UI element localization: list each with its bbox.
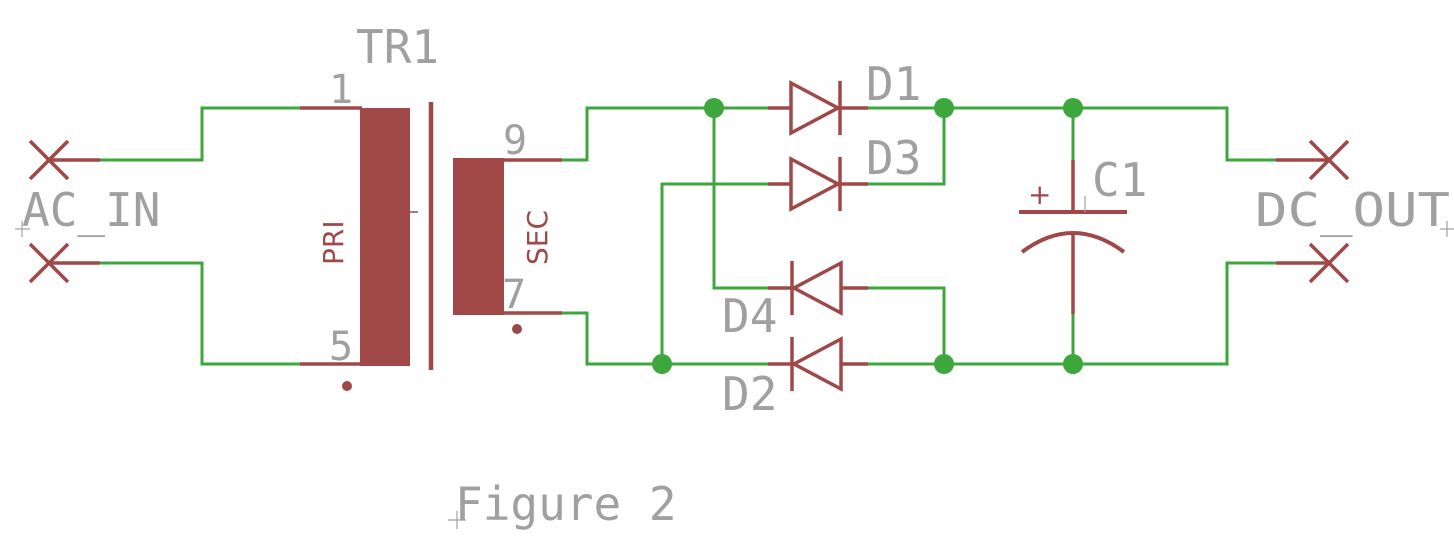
dc-out-connector: DC_OUT [1255,139,1454,284]
wire-negative-rail [866,261,1312,366]
figure-label: Figure 2 [455,477,677,531]
pin-1-label: 1 [329,67,353,113]
junction-dot-icon [934,354,954,374]
wire-d3-cathode [866,106,946,186]
secondary-label: SEC [521,210,554,265]
wire-d4-cathode [866,286,946,366]
diode-triangle [790,260,843,316]
diode-d2-label: D2 [722,367,777,421]
junction-dot-icon [1063,354,1083,374]
primary-label: PRI [317,220,350,265]
ac-in-connector: AC_IN [15,139,160,284]
pin-9-label: 9 [503,118,527,164]
ac-in-label: AC_IN [22,183,160,237]
x-cross-icon [1308,139,1350,181]
capacitor-c1: + C1 [1019,153,1147,314]
wire-positive-rail [866,106,1312,162]
figure-caption: Figure 2 [448,477,677,531]
origin-cross [1440,221,1454,237]
secondary-winding [453,158,504,315]
origin-cross [15,221,30,237]
wires [98,106,1312,366]
secondary-polarity-dot-icon [512,324,522,334]
diode-d3-label: D3 [866,131,921,185]
wire-ac-in-top [98,106,362,162]
dc-out-label: DC_OUT [1255,183,1450,237]
diode-triangle [790,336,843,392]
capacitor-plate-curved [1020,231,1126,254]
capacitor-plus-sign: + [1028,178,1051,211]
junction-dot-icon [934,98,954,118]
primary-winding [360,108,410,366]
pin-7-label: 7 [502,272,526,318]
wire-d4-anode-link [712,106,790,290]
x-cross-icon [1308,242,1350,284]
diode-d1-label: D1 [866,57,921,111]
capacitor-c1-label: C1 [1092,153,1147,207]
wire-ac-in-bottom [98,261,362,366]
junction-dot-icon [704,98,724,118]
junction-dot-icon [1063,98,1083,118]
wire-d3-anode-link [660,182,790,366]
diode-d4: D4 [722,260,868,343]
transformer-tr1: TR1 1 5 9 7 PRI SEC [300,20,562,391]
diode-triangle [789,156,842,212]
diode-triangle [789,80,842,136]
pin-5-label: 5 [329,324,353,370]
primary-polarity-dot-icon [342,381,352,391]
wire-sec-pin9 [508,106,790,162]
x-cross-icon [28,242,70,284]
diode-d3: D3 [768,131,921,212]
x-cross-icon [28,139,70,181]
junction-dot-icon [652,354,672,374]
diode-d4-label: D4 [722,289,777,343]
junctions [652,98,1083,374]
origin-cross [448,511,466,529]
diode-d1: D1 [768,57,921,136]
transformer-name: TR1 [356,20,439,74]
diode-d2: D2 [722,336,868,421]
